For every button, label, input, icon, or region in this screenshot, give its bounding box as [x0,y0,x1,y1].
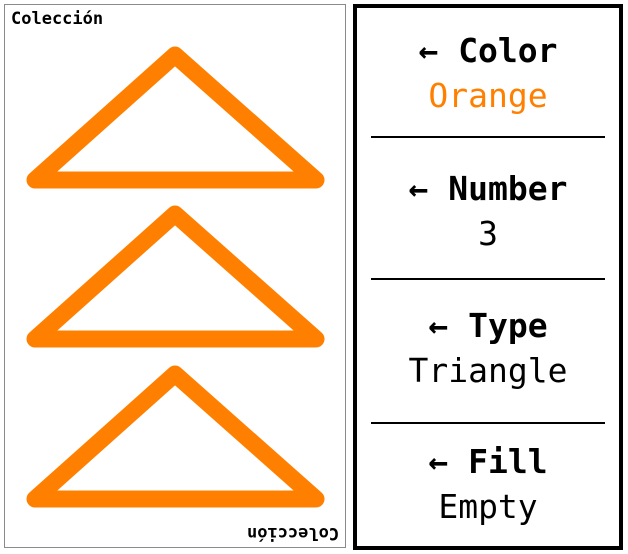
number-label: ← Number [408,169,568,208]
attribute-panel: ← Color Orange ← Number 3 ← Type Triangl… [353,4,623,550]
number-section: ← Number 3 [357,172,619,250]
fill-value: Empty [438,487,538,526]
divider [371,422,605,424]
type-value: Triangle [408,351,568,390]
fill-label: ← Fill [428,442,548,481]
game-card[interactable]: Colección Colección [4,4,346,548]
triangle-shape-1 [5,45,347,195]
triangle-shape-2 [5,204,347,354]
color-value: Orange [428,76,548,115]
divider [371,136,605,138]
color-label: ← Color [418,31,558,70]
color-section: ← Color Orange [357,34,619,112]
type-section: ← Type Triangle [357,309,619,387]
divider [371,278,605,280]
type-label: ← Type [428,306,548,345]
fill-section: ← Fill Empty [357,445,619,523]
card-corner-label-top: Colección [11,9,104,29]
card-corner-label-bottom: Colección [246,523,339,543]
number-value: 3 [478,214,498,253]
triangle-shape-3 [5,364,347,514]
